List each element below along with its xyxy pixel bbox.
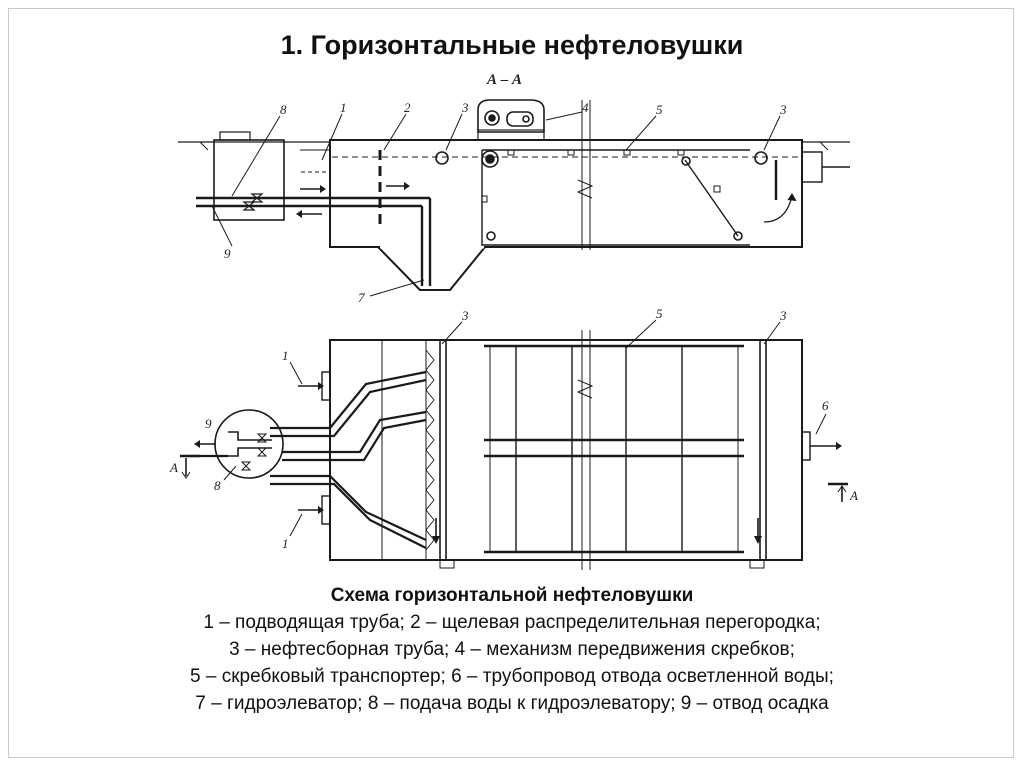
section-label: А – А [486,72,522,88]
slide-title: 1. Горизонтальные нефтеловушки [280,30,744,60]
callout-7-side: 7 [358,290,365,305]
caption-line: 7 – гидроэлеватор; 8 – подача воды к гид… [195,693,829,714]
callout-6-plan: 6 [822,398,829,413]
callout-5-plan: 5 [656,306,663,321]
side-view [178,99,850,291]
caption-line: 1 – подводящая труба; 2 – щелевая распре… [203,612,821,633]
figure-caption: Схема горизонтальной нефтеловушки 1 – по… [0,582,1024,717]
callout-1-plan-bottom: 1 [282,536,289,551]
callout-9-plan: 9 [205,416,212,431]
section-marker-right: А [849,488,858,503]
side-view-callouts: 8 1 2 3 4 5 3 9 7 [211,100,787,305]
caption-heading: Схема горизонтальной нефтеловушки [330,585,694,606]
callout-2-side: 2 [404,100,411,115]
callout-4-side: 4 [582,100,589,115]
callout-3-plan-left: 3 [461,308,469,323]
caption-line: 3 – нефтесборная труба; 4 – механизм пер… [229,639,795,660]
callout-3-plan-right: 3 [779,308,787,323]
caption-line: 5 – скребковый транспортер; 6 – трубопро… [190,666,834,687]
callout-9-side: 9 [224,246,231,261]
callout-8-side: 8 [280,102,287,117]
plan-view [180,330,848,570]
callout-5-side: 5 [656,102,663,117]
callout-8-plan: 8 [214,478,221,493]
callout-3-side-left: 3 [461,100,469,115]
slide-frame [8,8,1014,758]
callout-3-side-right: 3 [779,102,787,117]
section-marker-left: А [169,460,178,475]
callout-1-plan-top: 1 [282,348,289,363]
plan-view-callouts: 1 1 3 5 3 6 9 8 А А [169,306,858,551]
callout-1-side: 1 [340,100,347,115]
